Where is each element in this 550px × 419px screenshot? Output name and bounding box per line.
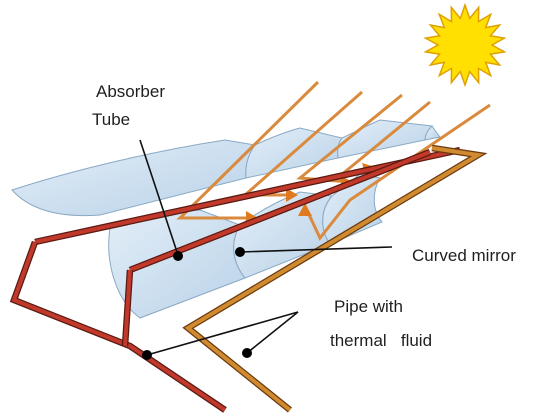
pipe-leader-line — [146, 311, 299, 356]
orange-pipe — [184, 146, 484, 412]
red-absorber-frame — [9, 146, 461, 413]
ray-arrowhead — [298, 203, 312, 216]
ray-arrowhead — [286, 188, 298, 202]
absorber-tube-label-line1: Absorber — [96, 82, 165, 101]
red-pipe-leg — [123, 269, 132, 347]
curved-mirror-label: Curved mirror — [412, 246, 516, 265]
absorber-leader-line — [139, 139, 179, 256]
red-pipe-frame — [11, 241, 227, 412]
sun-disc — [441, 21, 489, 69]
sun-icon — [423, 2, 507, 88]
pipe-label-line1: Pipe with — [334, 297, 403, 316]
leader-lines — [139, 139, 393, 356]
mirror-segment — [424, 125, 441, 141]
leader-dots — [142, 247, 252, 360]
absorber-tube-front — [129, 150, 431, 272]
absorber-tube-label-line2: Tube — [92, 110, 131, 129]
pipe-label-line2: thermal fluid — [330, 331, 433, 350]
pipe-leader-dot — [142, 350, 152, 360]
mirror-leader-line — [239, 246, 393, 253]
mirror-leader-dot — [235, 247, 245, 257]
pipe-leader-dot — [242, 348, 252, 358]
orange-fluid-pipe — [182, 144, 488, 413]
sun-ray — [176, 80, 320, 220]
absorber-leader-dot — [173, 251, 183, 261]
pipe-leader-line — [246, 311, 299, 354]
